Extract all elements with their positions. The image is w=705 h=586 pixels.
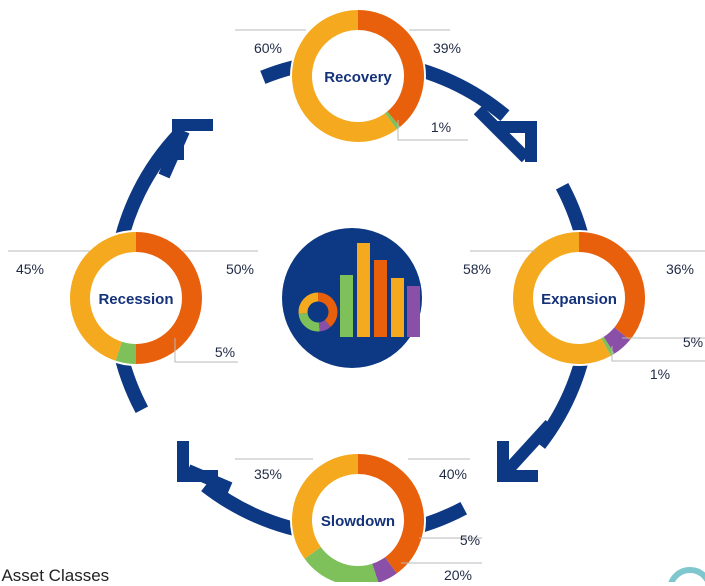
arrow-right-up-icon <box>172 119 213 160</box>
chart-icon-bar <box>391 278 404 337</box>
phase-name-label: Recession <box>98 291 173 308</box>
segment-percent-label: 5% <box>215 344 235 360</box>
donut-segment-green <box>384 111 401 130</box>
phase-expansion-donut: 36% 5% 1% 58% Expansion <box>463 230 705 382</box>
donut-segment-equities <box>292 454 359 559</box>
chart-icon-bar <box>357 243 370 337</box>
donut-segment-bonds <box>357 454 424 574</box>
logo-icon <box>668 567 705 582</box>
chart-icon-ring <box>317 292 338 327</box>
chart-icon-ring <box>318 319 331 332</box>
chart-icon-ring <box>298 312 320 332</box>
chart-icon <box>282 228 422 368</box>
phase-recession-donut: 50% 5% 45% Recession <box>8 230 258 366</box>
segment-percent-label: 40% <box>439 466 467 482</box>
arrow-left-up-icon <box>177 441 218 482</box>
segment-percent-label: 1% <box>431 119 451 135</box>
donut-segment-purple <box>603 327 630 354</box>
donut-segment-equities <box>513 232 611 364</box>
phase-name-label: Slowdown <box>321 513 395 530</box>
segment-percent-label: 36% <box>666 261 694 277</box>
donut-segment-green <box>115 341 137 364</box>
phase-recovery-donut: 39% 1% 60% Recovery <box>235 8 468 144</box>
donut-segment-bonds <box>135 232 202 364</box>
footer-caption-text: r Asset Classes <box>0 566 110 585</box>
donut-segment-equities <box>70 232 137 361</box>
segment-percent-label: 60% <box>254 40 282 56</box>
phase-slowdown-donut: 40% 5% 20% 35% Slowdown <box>235 452 482 582</box>
donut-segment-equities <box>292 10 397 142</box>
donut-segment-green <box>601 336 615 356</box>
leader-line <box>174 338 238 363</box>
phase-name-label: Recovery <box>324 69 392 86</box>
arrow-left-down-shaft <box>503 419 555 475</box>
footer-caption: r Asset Classes <box>0 566 109 586</box>
phase-donuts: 39% 1% 60% Recovery 36% 5% 1% 58% Expansion 40% 5%… <box>8 8 705 582</box>
segment-percent-label: 50% <box>226 261 254 277</box>
segment-percent-label: 1% <box>650 366 670 382</box>
chart-icon-bar <box>407 286 420 337</box>
leader-line <box>397 120 468 141</box>
segment-percent-label: 5% <box>683 334 703 350</box>
segment-percent-label: 58% <box>463 261 491 277</box>
segment-percent-label: 35% <box>254 466 282 482</box>
chart-icon-ring <box>298 292 319 314</box>
arrow-right-down-shaft <box>473 105 531 163</box>
segment-percent-label: 45% <box>16 261 44 277</box>
chart-icon-bar <box>374 260 387 337</box>
donut-segment-bonds <box>357 10 424 127</box>
phase-name-label: Expansion <box>541 291 617 308</box>
donut-segment-purple <box>371 556 397 582</box>
segment-percent-label: 5% <box>460 532 480 548</box>
arrow-right-down-icon <box>496 121 537 162</box>
segment-percent-label: 20% <box>444 567 472 582</box>
segment-percent-label: 39% <box>433 40 461 56</box>
donut-segment-green <box>304 546 379 582</box>
leader-line <box>611 346 705 362</box>
donut-segment-bonds <box>578 232 645 341</box>
chart-icon-bar <box>340 275 353 337</box>
arrow-left-down-icon <box>497 441 538 482</box>
